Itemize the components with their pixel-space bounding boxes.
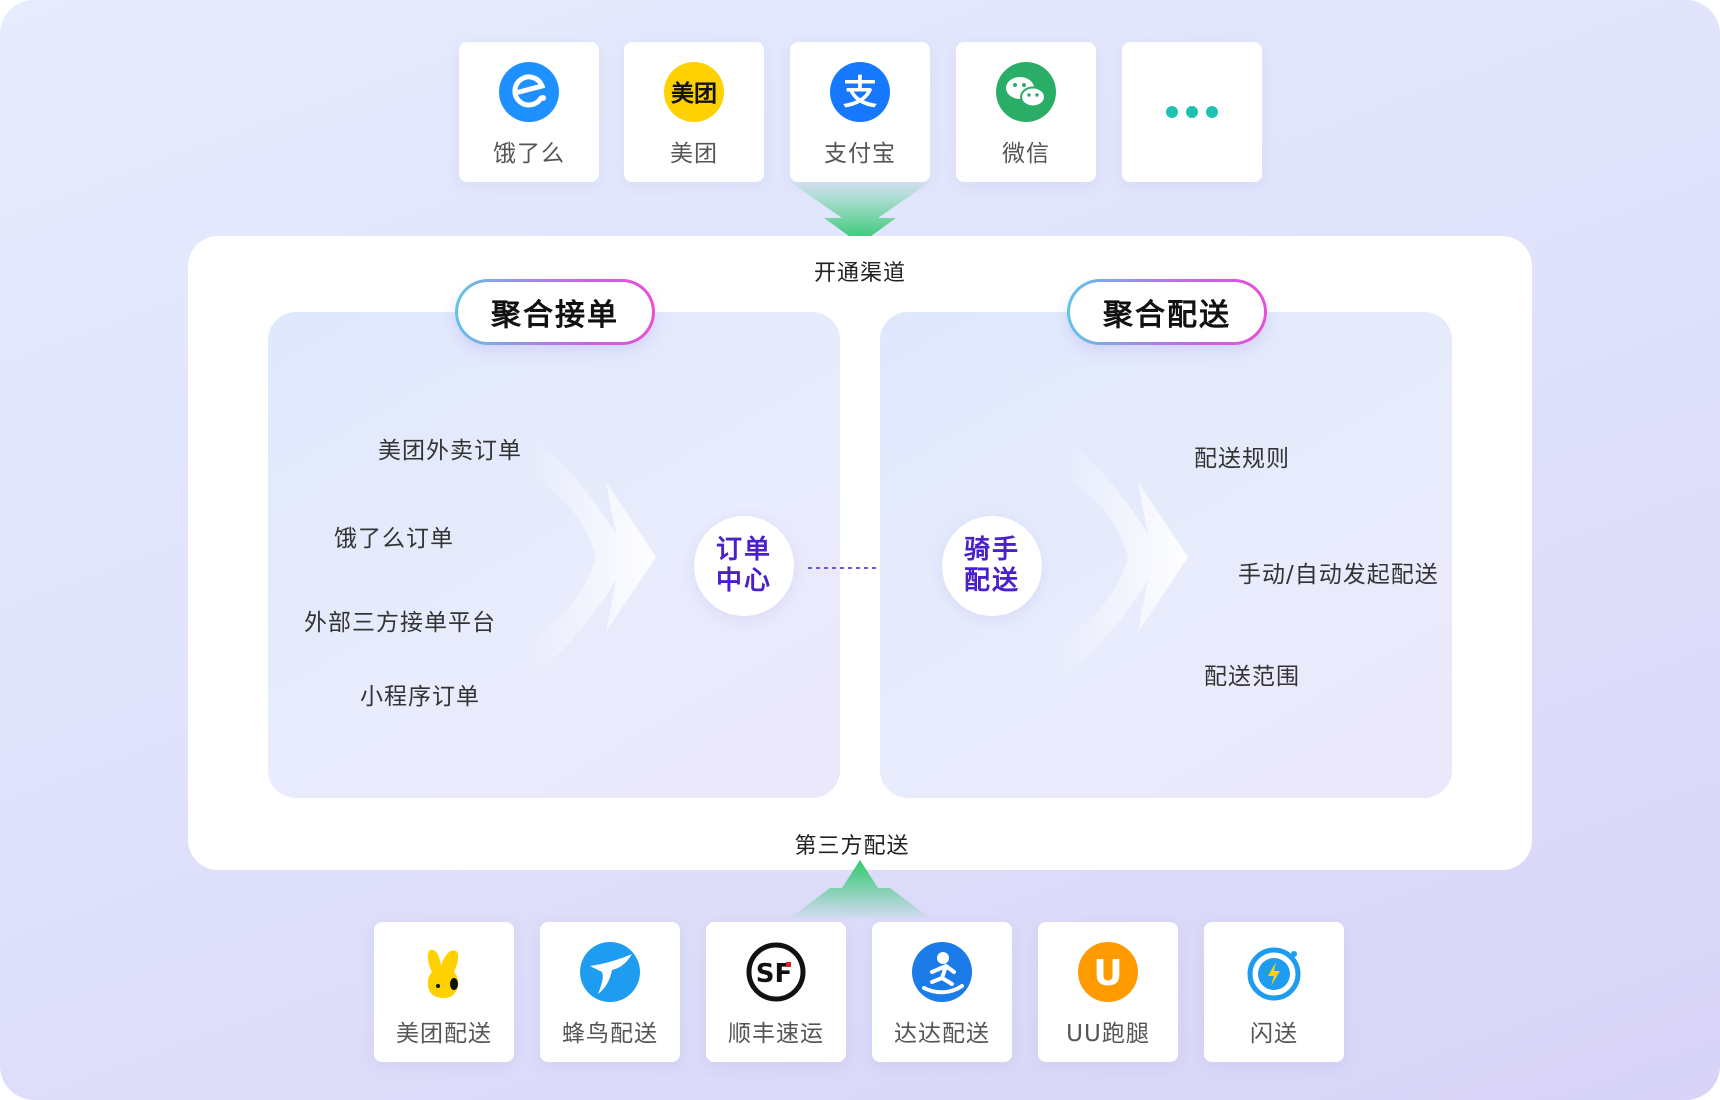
channel-tile-alipay[interactable]: 支 支付宝 bbox=[790, 42, 930, 182]
channel-label: 支付宝 bbox=[824, 141, 896, 167]
funnel-arrow-down bbox=[790, 182, 930, 244]
aggregate-delivery-title: 聚合配送 bbox=[1067, 279, 1267, 345]
wechat-icon bbox=[996, 62, 1056, 122]
shansong-icon bbox=[1247, 947, 1301, 1001]
order-source-item: 小程序订单 bbox=[360, 684, 480, 710]
courier-label: 达达配送 bbox=[894, 1021, 990, 1047]
courier-tile-sf-express[interactable]: SF 顺丰速运 bbox=[706, 922, 846, 1062]
node-text-line: 订单 bbox=[715, 535, 772, 565]
dada-icon bbox=[912, 942, 972, 1002]
meituan-delivery-icon bbox=[427, 949, 459, 999]
order-center-node[interactable]: 订单 中心 bbox=[694, 516, 794, 616]
channel-tile-eleme[interactable]: 饿了么 bbox=[459, 42, 599, 182]
courier-tile-meituan-delivery[interactable]: 美团配送 bbox=[374, 922, 514, 1062]
open-channels-caption: 开通渠道 bbox=[813, 261, 906, 286]
courier-tile-shansong[interactable]: 闪送 bbox=[1204, 922, 1344, 1062]
meituan-logo-text: 美团 bbox=[671, 80, 717, 107]
more-icon bbox=[1166, 106, 1218, 118]
delivery-option-item: 配送规则 bbox=[1194, 446, 1290, 472]
channel-label: 饿了么 bbox=[493, 141, 565, 167]
aggregate-orders-title-text: 聚合接单 bbox=[458, 282, 652, 342]
alipay-icon: 支 bbox=[830, 62, 890, 122]
courier-tile-fengniao[interactable]: 蜂鸟配送 bbox=[540, 922, 680, 1062]
eleme-icon bbox=[499, 62, 559, 122]
courier-label: 闪送 bbox=[1250, 1021, 1298, 1047]
meituan-icon: 美团 bbox=[664, 62, 724, 122]
channel-label: 微信 bbox=[1002, 141, 1050, 167]
courier-label: 蜂鸟配送 bbox=[562, 1021, 658, 1047]
channel-tile-wechat[interactable]: 微信 bbox=[956, 42, 1096, 182]
uu-logo-text: U bbox=[1093, 953, 1122, 994]
aggregate-orders-title: 聚合接单 bbox=[455, 279, 655, 345]
node-text-line: 骑手 bbox=[963, 535, 1020, 565]
channel-tile-meituan[interactable]: 美团 美团 bbox=[624, 42, 764, 182]
flow-arrow-icon bbox=[526, 432, 656, 682]
aggregate-delivery-title-text: 聚合配送 bbox=[1070, 282, 1264, 342]
node-text-line: 中心 bbox=[715, 566, 772, 596]
delivery-option-item: 手动/自动发起配送 bbox=[1238, 562, 1439, 588]
courier-label: UU跑腿 bbox=[1066, 1021, 1150, 1047]
courier-label: 美团配送 bbox=[396, 1021, 492, 1047]
delivery-option-item: 配送范围 bbox=[1204, 664, 1300, 690]
fengniao-icon bbox=[580, 942, 640, 1002]
order-source-item: 美团外卖订单 bbox=[378, 438, 522, 464]
order-source-item: 外部三方接单平台 bbox=[304, 610, 496, 636]
third-party-delivery-caption: 第三方配送 bbox=[794, 834, 910, 859]
courier-tile-dada[interactable]: 达达配送 bbox=[872, 922, 1012, 1062]
alipay-logo-text: 支 bbox=[843, 73, 877, 113]
rider-delivery-node[interactable]: 骑手 配送 bbox=[942, 516, 1042, 616]
node-text-line: 配送 bbox=[963, 566, 1020, 596]
uu-paotui-icon: U bbox=[1078, 942, 1138, 1002]
sf-express-icon: SF bbox=[746, 942, 806, 1002]
courier-label: 顺丰速运 bbox=[728, 1021, 824, 1047]
funnel-arrow-up bbox=[790, 860, 930, 918]
channel-tile-more[interactable] bbox=[1122, 42, 1262, 182]
courier-tile-uu-paotui[interactable]: U UU跑腿 bbox=[1038, 922, 1178, 1062]
channel-label: 美团 bbox=[670, 141, 718, 167]
flow-arrow-icon bbox=[1058, 432, 1188, 682]
order-source-item: 饿了么订单 bbox=[334, 526, 454, 552]
